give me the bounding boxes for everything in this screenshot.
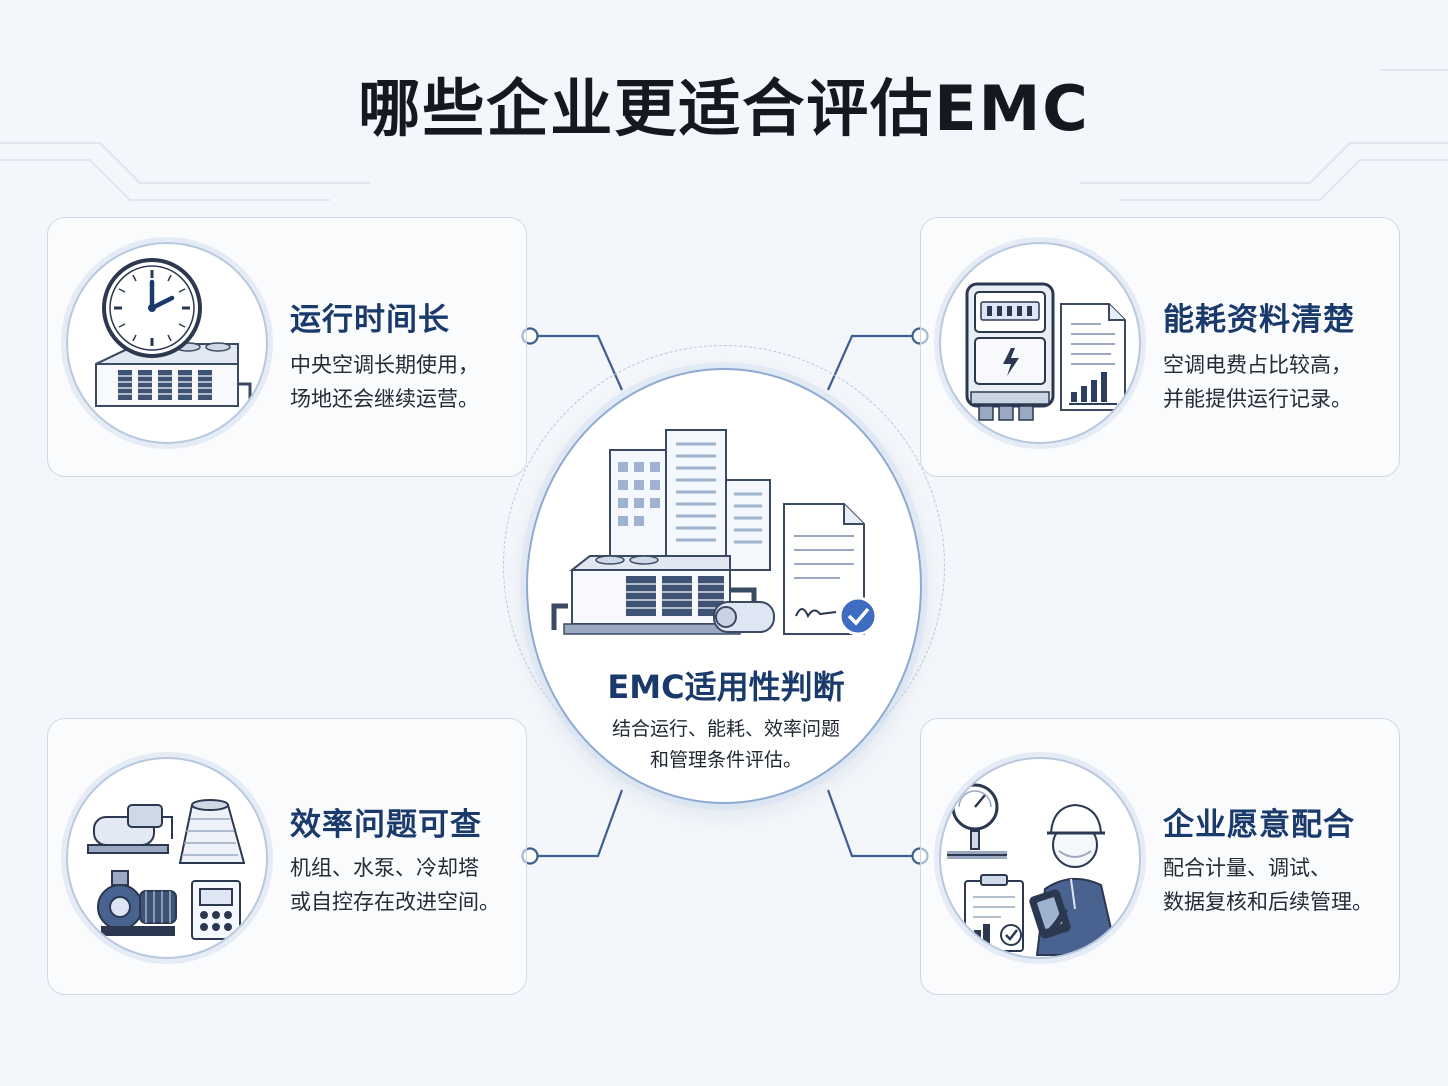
card-desc-line: 中央空调长期使用， — [290, 353, 479, 377]
electric-meter-report-icon — [939, 242, 1141, 444]
card-desc-line: 空调电费占比较高， — [1163, 353, 1352, 377]
card-description: 配合计量、调试、 数据复核和后续管理。 — [1163, 851, 1393, 919]
buildings-chiller-contract-icon — [540, 410, 912, 664]
card-willing-to-cooperate: 企业愿意配合 配合计量、调试、 数据复核和后续管理。 — [920, 718, 1400, 995]
card-clear-energy-data: 能耗资料清楚 空调电费占比较高， 并能提供运行记录。 — [920, 217, 1400, 477]
card-long-operation: 运行时间长 中央空调长期使用， 场地还会继续运营。 — [47, 217, 527, 477]
card-description: 机组、水泵、冷却塔 或自控存在改进空间。 — [290, 851, 520, 919]
center-description: 结合运行、能耗、效率问题 和管理条件评估。 — [528, 714, 920, 776]
card-desc-line: 并能提供运行记录。 — [1163, 387, 1352, 411]
center-emc-judgement: EMC适用性判断 结合运行、能耗、效率问题 和管理条件评估。 — [526, 368, 922, 804]
page-title: 哪些企业更适合评估EMC — [358, 72, 1090, 145]
card-desc-line: 机组、水泵、冷却塔 — [290, 856, 479, 880]
card-title: 能耗资料清楚 — [1163, 302, 1355, 338]
card-title: 企业愿意配合 — [1163, 807, 1355, 843]
card-title: 效率问题可查 — [290, 807, 482, 843]
pump-tower-controller-icon — [66, 757, 268, 959]
card-title: 运行时间长 — [290, 302, 450, 338]
card-desc-line: 场地还会继续运营。 — [290, 387, 479, 411]
card-desc-line: 或自控存在改进空间。 — [290, 890, 500, 914]
card-description: 空调电费占比较高， 并能提供运行记录。 — [1163, 348, 1393, 416]
center-title: EMC适用性判断 — [607, 668, 845, 706]
card-desc-line: 配合计量、调试、 — [1163, 856, 1331, 880]
center-desc-line: 结合运行、能耗、效率问题 — [611, 718, 840, 740]
center-desc-line: 和管理条件评估。 — [649, 749, 802, 771]
engineer-gauge-checklist-icon — [939, 757, 1141, 959]
card-efficiency-issues: 效率问题可查 机组、水泵、冷却塔 或自控存在改进空间。 — [47, 718, 527, 995]
card-desc-line: 数据复核和后续管理。 — [1163, 890, 1373, 914]
card-description: 中央空调长期使用， 场地还会继续运营。 — [290, 348, 520, 416]
clock-chiller-icon — [66, 242, 268, 444]
